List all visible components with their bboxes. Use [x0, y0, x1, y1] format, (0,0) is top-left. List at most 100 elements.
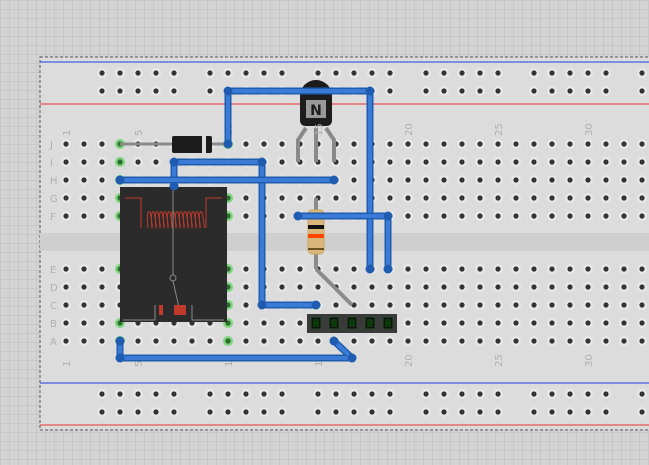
rail-hole-center — [279, 391, 285, 397]
hole-center — [63, 213, 69, 219]
relay[interactable] — [120, 187, 227, 322]
hole-center — [441, 177, 447, 183]
wire-endpoint[interactable] — [115, 175, 125, 185]
hole-center — [585, 141, 591, 147]
hole-center — [585, 266, 591, 272]
hole-center — [513, 195, 519, 201]
wire-endpoint[interactable] — [347, 353, 357, 363]
header-pin-contact — [367, 319, 373, 327]
hole-center — [603, 338, 609, 344]
hole-center — [243, 338, 249, 344]
hole-center — [405, 213, 411, 219]
rail-hole-center — [117, 391, 123, 397]
hole-center — [567, 284, 573, 290]
hole-center — [81, 141, 87, 147]
jumper-wire[interactable] — [115, 175, 339, 185]
jumper-gray[interactable] — [314, 267, 354, 307]
wire-endpoint[interactable] — [223, 86, 233, 96]
hole-center — [603, 195, 609, 201]
hole-center — [531, 177, 537, 183]
hole-center — [495, 302, 501, 308]
jumper-wire[interactable] — [115, 336, 357, 363]
rail-hole-center — [135, 391, 141, 397]
hole-center — [603, 320, 609, 326]
hole-center — [315, 338, 321, 344]
hole-center — [387, 159, 393, 165]
hole-center — [621, 213, 627, 219]
wire-endpoint[interactable] — [383, 211, 393, 221]
hole-center — [387, 195, 393, 201]
row-label-d: D — [50, 283, 58, 294]
hole-center — [567, 302, 573, 308]
hole-center — [531, 213, 537, 219]
rail-hole-center — [567, 391, 573, 397]
hole-center — [369, 338, 375, 344]
hole-center — [351, 284, 357, 290]
wire-endpoint[interactable] — [169, 157, 179, 167]
rail-hole-center — [549, 409, 555, 415]
hole-center — [639, 302, 645, 308]
hole-center — [351, 338, 357, 344]
wire-endpoint[interactable] — [223, 139, 233, 149]
hole-center — [585, 213, 591, 219]
rail-hole-center — [117, 409, 123, 415]
hole-center — [279, 195, 285, 201]
wire-endpoint[interactable] — [293, 211, 303, 221]
wire-endpoint[interactable] — [115, 336, 125, 346]
jumper-wire[interactable] — [293, 211, 393, 274]
rail-hole-center — [369, 409, 375, 415]
hole-center — [639, 177, 645, 183]
hole-center — [459, 320, 465, 326]
wire-endpoint[interactable] — [257, 300, 267, 310]
pin-header[interactable] — [307, 314, 397, 333]
wire-endpoint[interactable] — [365, 86, 375, 96]
rail-hole-center — [441, 391, 447, 397]
hole-center — [585, 320, 591, 326]
wire-endpoint[interactable] — [311, 300, 321, 310]
wire-endpoint[interactable] — [115, 353, 125, 363]
hole-center — [459, 266, 465, 272]
column-number: 5 — [134, 361, 145, 367]
hole-center — [99, 195, 105, 201]
hole-center — [549, 338, 555, 344]
hole-center — [243, 284, 249, 290]
hole-center — [567, 195, 573, 201]
wires[interactable] — [115, 86, 393, 363]
rail-hole-center — [495, 409, 501, 415]
hole-center — [423, 302, 429, 308]
hole-center — [639, 141, 645, 147]
hole-center — [621, 195, 627, 201]
hole-center — [405, 141, 411, 147]
hole-center — [639, 195, 645, 201]
hole-center — [297, 320, 303, 326]
hole-center — [495, 284, 501, 290]
wire-endpoint[interactable] — [365, 264, 375, 274]
diode[interactable] — [120, 136, 228, 153]
wire-endpoint[interactable] — [329, 175, 339, 185]
hole-center — [63, 141, 69, 147]
hole-center — [531, 302, 537, 308]
wire-endpoint[interactable] — [169, 181, 179, 191]
resistor[interactable] — [307, 198, 354, 307]
rail-hole-center — [387, 88, 393, 94]
column-number: 20 — [404, 123, 415, 136]
rail-hole-center — [549, 70, 555, 76]
wire-endpoint[interactable] — [383, 264, 393, 274]
jumper-wire[interactable] — [223, 86, 375, 274]
rail-hole-center — [153, 391, 159, 397]
rail-hole-center — [585, 409, 591, 415]
rail-hole-center — [477, 70, 483, 76]
hole-center — [81, 266, 87, 272]
wire-endpoint[interactable] — [257, 157, 267, 167]
hole-center — [549, 177, 555, 183]
row-label-i: I — [50, 158, 53, 169]
wire-endpoint[interactable] — [329, 336, 339, 346]
hole-center — [639, 159, 645, 165]
jumper-wire[interactable] — [169, 157, 321, 310]
hole-center — [639, 266, 645, 272]
hole-center — [459, 213, 465, 219]
hole-center — [405, 320, 411, 326]
hole-center — [81, 177, 87, 183]
rail-hole-center — [117, 70, 123, 76]
